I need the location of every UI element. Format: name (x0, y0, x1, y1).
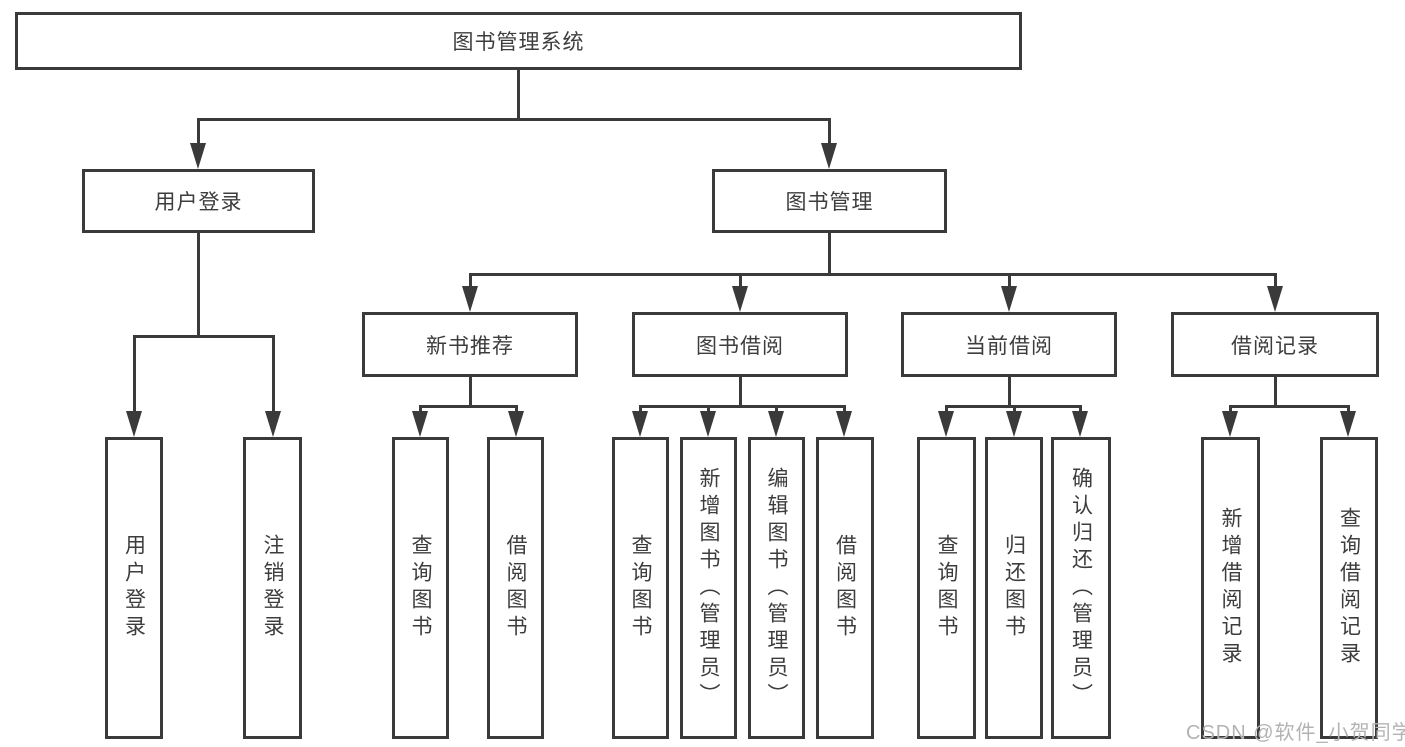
node-new-book-recommend-label: 新书推荐 (426, 334, 514, 358)
leaf-query-books-2-label: 查询图书 (629, 534, 653, 642)
arrow-borrow1 (508, 411, 524, 437)
connector-bookborrow-stub (739, 376, 742, 407)
leaf-user-login: 用户登录 (105, 437, 163, 739)
node-root: 图书管理系统 (15, 12, 1022, 70)
arrow-leaf-login (126, 411, 142, 437)
connector-drop-editbook (775, 405, 778, 415)
leaf-query-books-3-label: 查询图书 (935, 534, 959, 642)
csdn-watermark: CSDN @软件_小贺同学 (1186, 722, 1405, 744)
connector-root-stub (517, 70, 520, 118)
arrow-book-borrow (732, 286, 748, 312)
leaf-borrow-books-1: 借阅图书 (487, 437, 544, 739)
connector-drop-addrecord (1229, 405, 1232, 415)
leaf-edit-book-admin: 编辑图书（管理员） (748, 437, 805, 739)
connector-drop-borrow1 (515, 405, 518, 415)
connector-drop-return (1013, 405, 1016, 415)
arrow-editbook (768, 411, 784, 437)
node-borrow-records-label: 借阅记录 (1231, 334, 1319, 358)
connector-drop-borrow2 (843, 405, 846, 415)
connector-drop-query3 (945, 405, 948, 415)
connector-records-split (1229, 405, 1350, 408)
node-book-management-label: 图书管理 (785, 191, 874, 214)
leaf-add-book-admin-label: 新增图书（管理员） (697, 466, 721, 710)
connector-newbook-split (419, 405, 518, 408)
arrow-queryrecord (1340, 411, 1356, 437)
arrow-addrecord (1222, 411, 1238, 437)
leaf-user-login-label: 用户登录 (122, 534, 146, 642)
leaf-logout: 注销登录 (243, 437, 302, 739)
connector-user-login-split (133, 335, 275, 338)
node-current-borrow-label: 当前借阅 (965, 334, 1053, 358)
node-user-login-label: 用户登录 (154, 191, 243, 214)
connector-newbook-stub (469, 376, 472, 407)
node-root-label: 图书管理系统 (452, 31, 585, 54)
leaf-query-borrow-record: 查询借阅记录 (1320, 437, 1378, 739)
arrow-borrow2 (836, 411, 852, 437)
connector-drop-leaf-login (133, 335, 136, 413)
leaf-query-borrow-record-label: 查询借阅记录 (1337, 507, 1361, 669)
connector-drop-book-mgmt (828, 118, 831, 146)
arrow-query3 (938, 411, 954, 437)
connector-bookborrow-split (639, 405, 845, 408)
leaf-add-book-admin: 新增图书（管理员） (680, 437, 737, 739)
arrow-leaf-logout (265, 411, 281, 437)
connector-drop-borrow-records (1274, 273, 1277, 289)
leaf-borrow-books-2-label: 借阅图书 (833, 534, 857, 642)
arrow-book-mgmt (821, 143, 837, 169)
node-current-borrow: 当前借阅 (901, 312, 1117, 377)
leaf-return-book-label: 归还图书 (1002, 534, 1026, 642)
arrow-confirm (1072, 411, 1088, 437)
arrow-new-book (462, 286, 478, 312)
node-book-borrow: 图书借阅 (632, 312, 848, 377)
leaf-edit-book-admin-label: 编辑图书（管理员） (765, 466, 789, 710)
leaf-return-book: 归还图书 (985, 437, 1043, 739)
connector-book-mgmt-stub (828, 232, 831, 273)
leaf-confirm-return-admin-label: 确认归还（管理员） (1069, 466, 1093, 710)
connector-drop-query1 (419, 405, 422, 415)
connector-drop-leaf-logout (272, 335, 275, 413)
connector-drop-queryrecord (1347, 405, 1350, 415)
leaf-confirm-return-admin: 确认归还（管理员） (1051, 437, 1111, 739)
node-borrow-records: 借阅记录 (1171, 312, 1379, 377)
arrow-current-borrow (1001, 286, 1017, 312)
arrow-borrow-records (1267, 286, 1283, 312)
node-new-book-recommend: 新书推荐 (362, 312, 578, 377)
connector-user-login-stub (197, 232, 200, 335)
leaf-borrow-books-1-label: 借阅图书 (504, 534, 528, 642)
arrow-query2 (632, 411, 648, 437)
connector-drop-addbook (707, 405, 710, 415)
leaf-add-borrow-record-label: 新增借阅记录 (1219, 507, 1243, 669)
leaf-query-books-1-label: 查询图书 (409, 534, 433, 642)
arrow-user-login (190, 143, 206, 169)
arrow-return (1006, 411, 1022, 437)
connector-drop-current-borrow (1008, 273, 1011, 289)
leaf-query-books-2: 查询图书 (612, 437, 669, 739)
node-book-borrow-label: 图书借阅 (696, 334, 784, 358)
arrow-query1 (412, 411, 428, 437)
connector-level3-split (469, 273, 1277, 276)
connector-drop-new-book (469, 273, 472, 289)
leaf-query-books-1: 查询图书 (392, 437, 449, 739)
connector-root-elbow (197, 118, 831, 121)
connector-currentborrow-stub (1008, 376, 1011, 407)
leaf-add-borrow-record: 新增借阅记录 (1201, 437, 1260, 739)
connector-drop-book-borrow (739, 273, 742, 289)
node-book-management: 图书管理 (712, 169, 947, 233)
connector-records-stub (1274, 376, 1277, 407)
leaf-borrow-books-2: 借阅图书 (816, 437, 874, 739)
node-user-login: 用户登录 (82, 169, 315, 233)
leaf-query-books-3: 查询图书 (917, 437, 976, 739)
arrow-addbook (700, 411, 716, 437)
connector-drop-confirm (1079, 405, 1082, 415)
leaf-logout-label: 注销登录 (261, 534, 285, 642)
connector-drop-query2 (639, 405, 642, 415)
connector-drop-user-login (197, 118, 200, 146)
